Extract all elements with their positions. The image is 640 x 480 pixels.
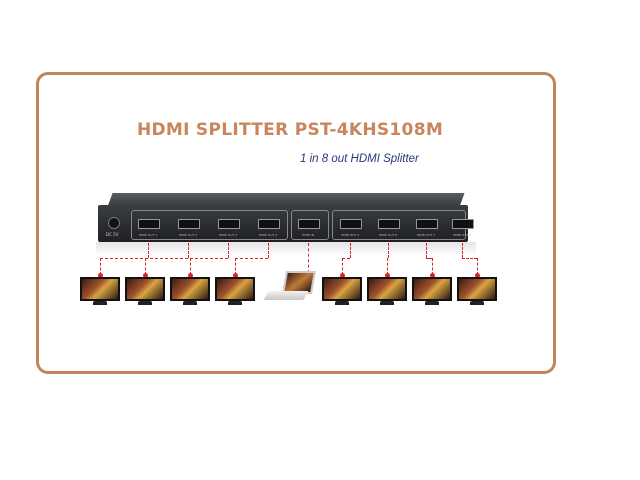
cable-drop	[190, 258, 191, 275]
port-label: HDMI OUT 5	[340, 233, 360, 237]
monitor-stand	[183, 301, 197, 305]
port-label: HDMI OUT 8	[452, 233, 472, 237]
cable-horizontal	[235, 258, 268, 259]
cable-horizontal	[190, 258, 228, 259]
laptop-base-icon	[263, 291, 309, 300]
cable-vertical	[188, 243, 189, 258]
monitor-stand	[425, 301, 439, 305]
monitor-icon	[457, 277, 497, 301]
monitor-stand	[380, 301, 394, 305]
cable-horizontal	[426, 258, 432, 259]
cable-vertical	[350, 243, 351, 258]
cable-drop	[432, 258, 433, 275]
cable-connector	[340, 273, 345, 278]
port-label: HDMI OUT 7	[416, 233, 436, 237]
cable-connector	[475, 273, 480, 278]
port-label: HDMI OUT 1	[138, 233, 158, 237]
monitor-icon	[80, 277, 120, 301]
hdmi-output-port	[218, 219, 240, 229]
port-label: HDMI OUT 4	[258, 233, 278, 237]
cable-drop	[145, 258, 146, 275]
dc-power-jack-icon	[108, 217, 120, 229]
monitor-stand	[335, 301, 349, 305]
input-group	[291, 210, 329, 240]
cable-vertical	[462, 243, 463, 258]
cable-drop	[342, 258, 343, 275]
cable-vertical	[426, 243, 427, 258]
cable-drop	[100, 258, 101, 275]
cable-connector	[233, 273, 238, 278]
cable-connector	[143, 273, 148, 278]
monitor-stand	[93, 301, 107, 305]
monitor-stand	[138, 301, 152, 305]
hdmi-output-port	[340, 219, 362, 229]
product-title: HDMI SPLITTER PST-4KHS108M	[136, 120, 444, 140]
cable-vertical	[268, 243, 269, 258]
monitor-stand	[228, 301, 242, 305]
monitor-icon	[170, 277, 210, 301]
cable-connector	[430, 273, 435, 278]
cable-drop	[235, 258, 236, 275]
cable-vertical	[148, 243, 149, 258]
hdmi-output-port	[138, 219, 160, 229]
reflection-shelf	[96, 242, 476, 256]
output-group-left	[131, 210, 288, 240]
monitor-icon	[125, 277, 165, 301]
cable-horizontal	[145, 258, 188, 259]
port-label: HDMI OUT 2	[178, 233, 198, 237]
cable-connector	[188, 273, 193, 278]
input-cable	[308, 243, 309, 273]
monitor-icon	[367, 277, 407, 301]
cable-horizontal	[342, 258, 350, 259]
cable-drop	[477, 258, 478, 275]
hdmi-input-port	[298, 219, 320, 229]
dc-label: DC 5V	[106, 232, 119, 237]
image-frame	[36, 72, 556, 374]
cable-connector	[98, 273, 103, 278]
port-label: HDMI OUT 6	[378, 233, 398, 237]
monitor-icon	[412, 277, 452, 301]
product-subtitle: 1 in 8 out HDMI Splitter	[300, 153, 419, 165]
cable-vertical	[388, 243, 389, 258]
hdmi-output-port	[452, 219, 474, 229]
port-label: HDMI OUT 3	[218, 233, 238, 237]
cable-horizontal	[100, 258, 148, 259]
cable-vertical	[228, 243, 229, 258]
hdmi-output-port	[178, 219, 200, 229]
hdmi-output-port	[378, 219, 400, 229]
monitor-stand	[470, 301, 484, 305]
cable-drop	[387, 258, 388, 275]
port-label: HDMI IN	[301, 233, 315, 237]
hdmi-output-port	[258, 219, 280, 229]
monitor-icon	[322, 277, 362, 301]
monitor-icon	[215, 277, 255, 301]
cable-connector	[385, 273, 390, 278]
hdmi-splitter-device: DC 5V HDMI OUT 1 HDMI OUT 2 HDMI OUT 3 HDMI…	[98, 205, 474, 242]
cable-horizontal	[462, 258, 477, 259]
hdmi-output-port	[416, 219, 438, 229]
